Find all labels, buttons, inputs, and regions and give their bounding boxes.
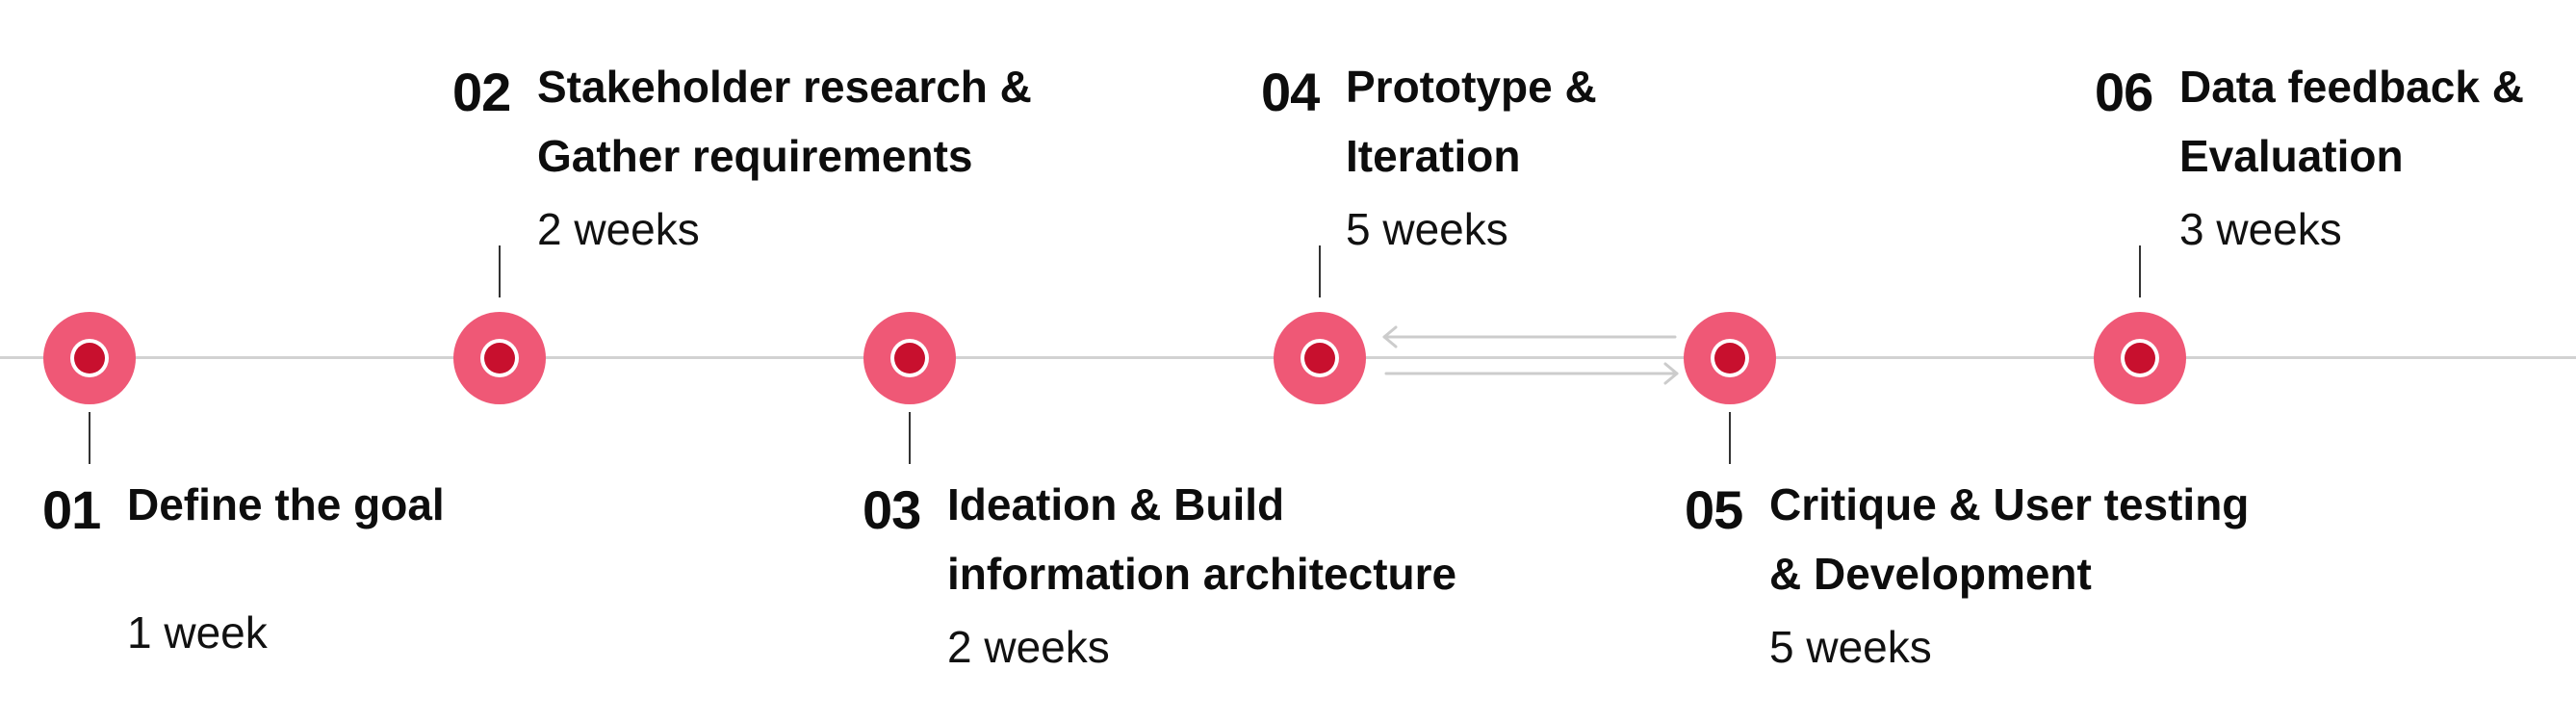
arrow-left-icon <box>1382 325 1677 348</box>
step-number: 06 <box>2095 62 2153 122</box>
timeline-node-06 <box>2094 312 2186 404</box>
step-title: Define the goal <box>127 479 445 529</box>
tick-05 <box>1729 412 1731 464</box>
step-duration: 2 weeks <box>537 204 700 254</box>
step-duration: 5 weeks <box>1346 204 1508 254</box>
timeline-node-03 <box>863 312 956 404</box>
step-duration: 2 weeks <box>947 622 1110 672</box>
step-number: 04 <box>1261 62 1320 122</box>
step-number: 03 <box>863 479 921 540</box>
step-title: Prototype & Iteration <box>1346 62 1597 181</box>
timeline-node-04 <box>1274 312 1366 404</box>
step-title: Ideation & Build information architectur… <box>947 479 1457 599</box>
step-number: 01 <box>42 479 101 540</box>
tick-02 <box>499 245 501 297</box>
timeline-node-01 <box>43 312 136 404</box>
tick-04 <box>1319 245 1321 297</box>
iteration-arrows <box>1382 325 1679 385</box>
timeline-node-05 <box>1684 312 1776 404</box>
tick-06 <box>2139 245 2141 297</box>
step-number: 02 <box>452 62 511 122</box>
tick-03 <box>909 412 911 464</box>
step-duration: 1 week <box>127 607 268 658</box>
step-duration: 5 weeks <box>1769 622 1932 672</box>
step-title: Data feedback & Evaluation <box>2179 62 2524 181</box>
step-number: 05 <box>1685 479 1743 540</box>
tick-01 <box>89 412 90 464</box>
step-title: Critique & User testing & Development <box>1769 479 2250 599</box>
arrow-right-icon <box>1384 362 1679 385</box>
step-title: Stakeholder research & Gather requiremen… <box>537 62 1032 181</box>
timeline-node-02 <box>453 312 546 404</box>
step-duration: 3 weeks <box>2179 204 2342 254</box>
